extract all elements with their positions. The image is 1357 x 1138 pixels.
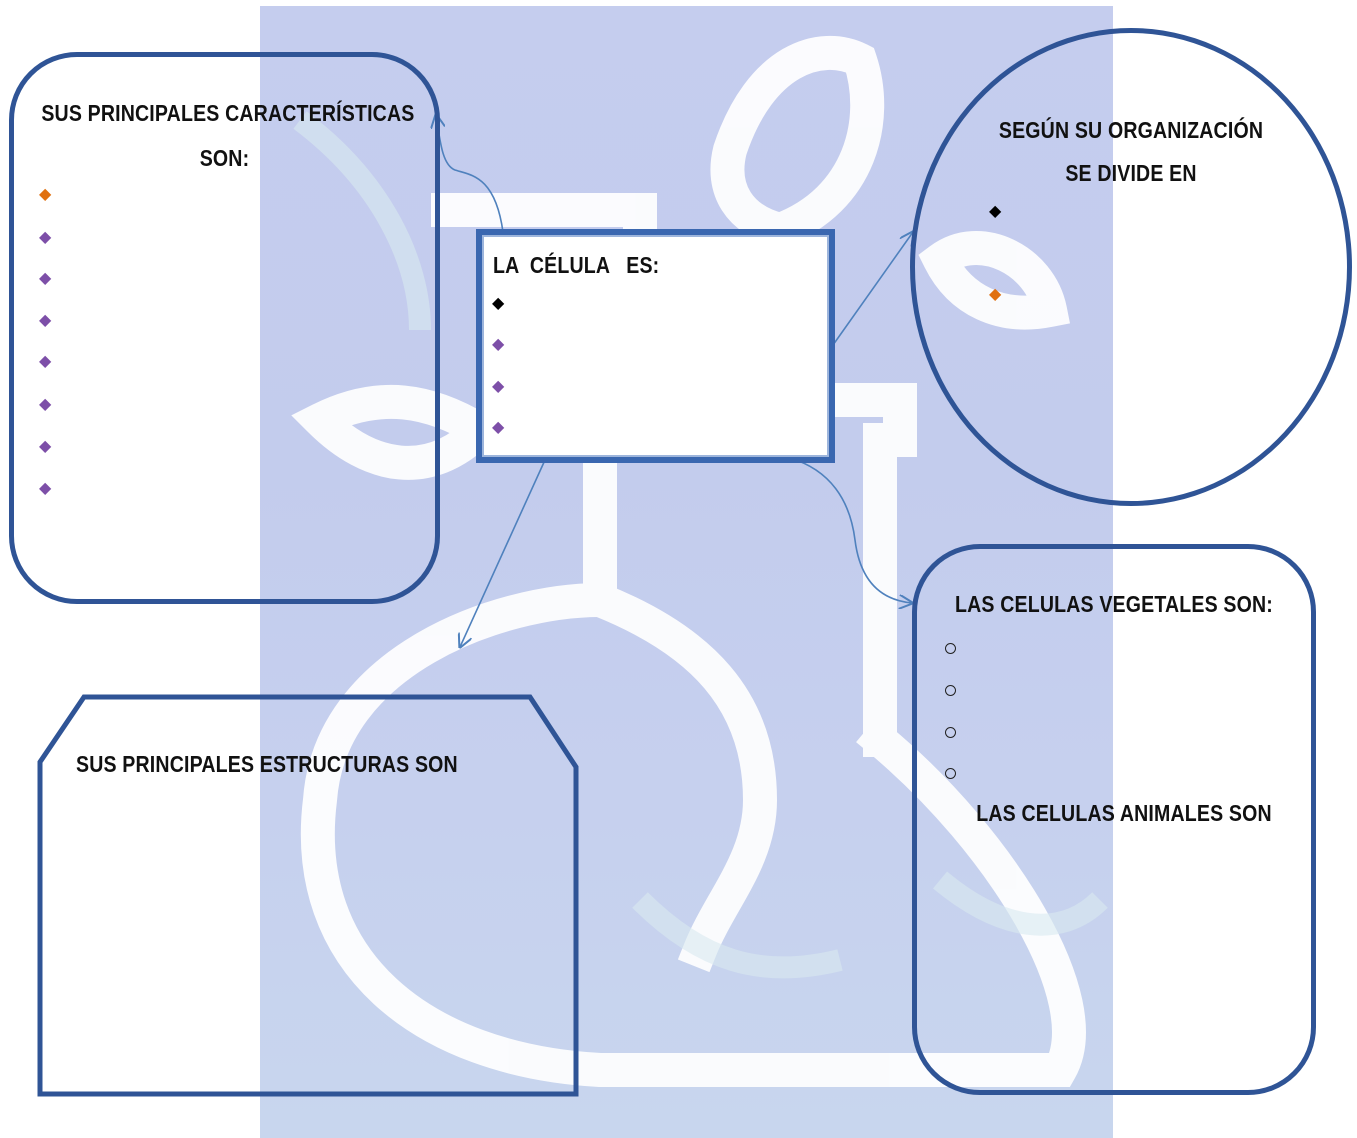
structures-title: SUS PRINCIPALES ESTRUCTURAS SON: [76, 751, 458, 778]
